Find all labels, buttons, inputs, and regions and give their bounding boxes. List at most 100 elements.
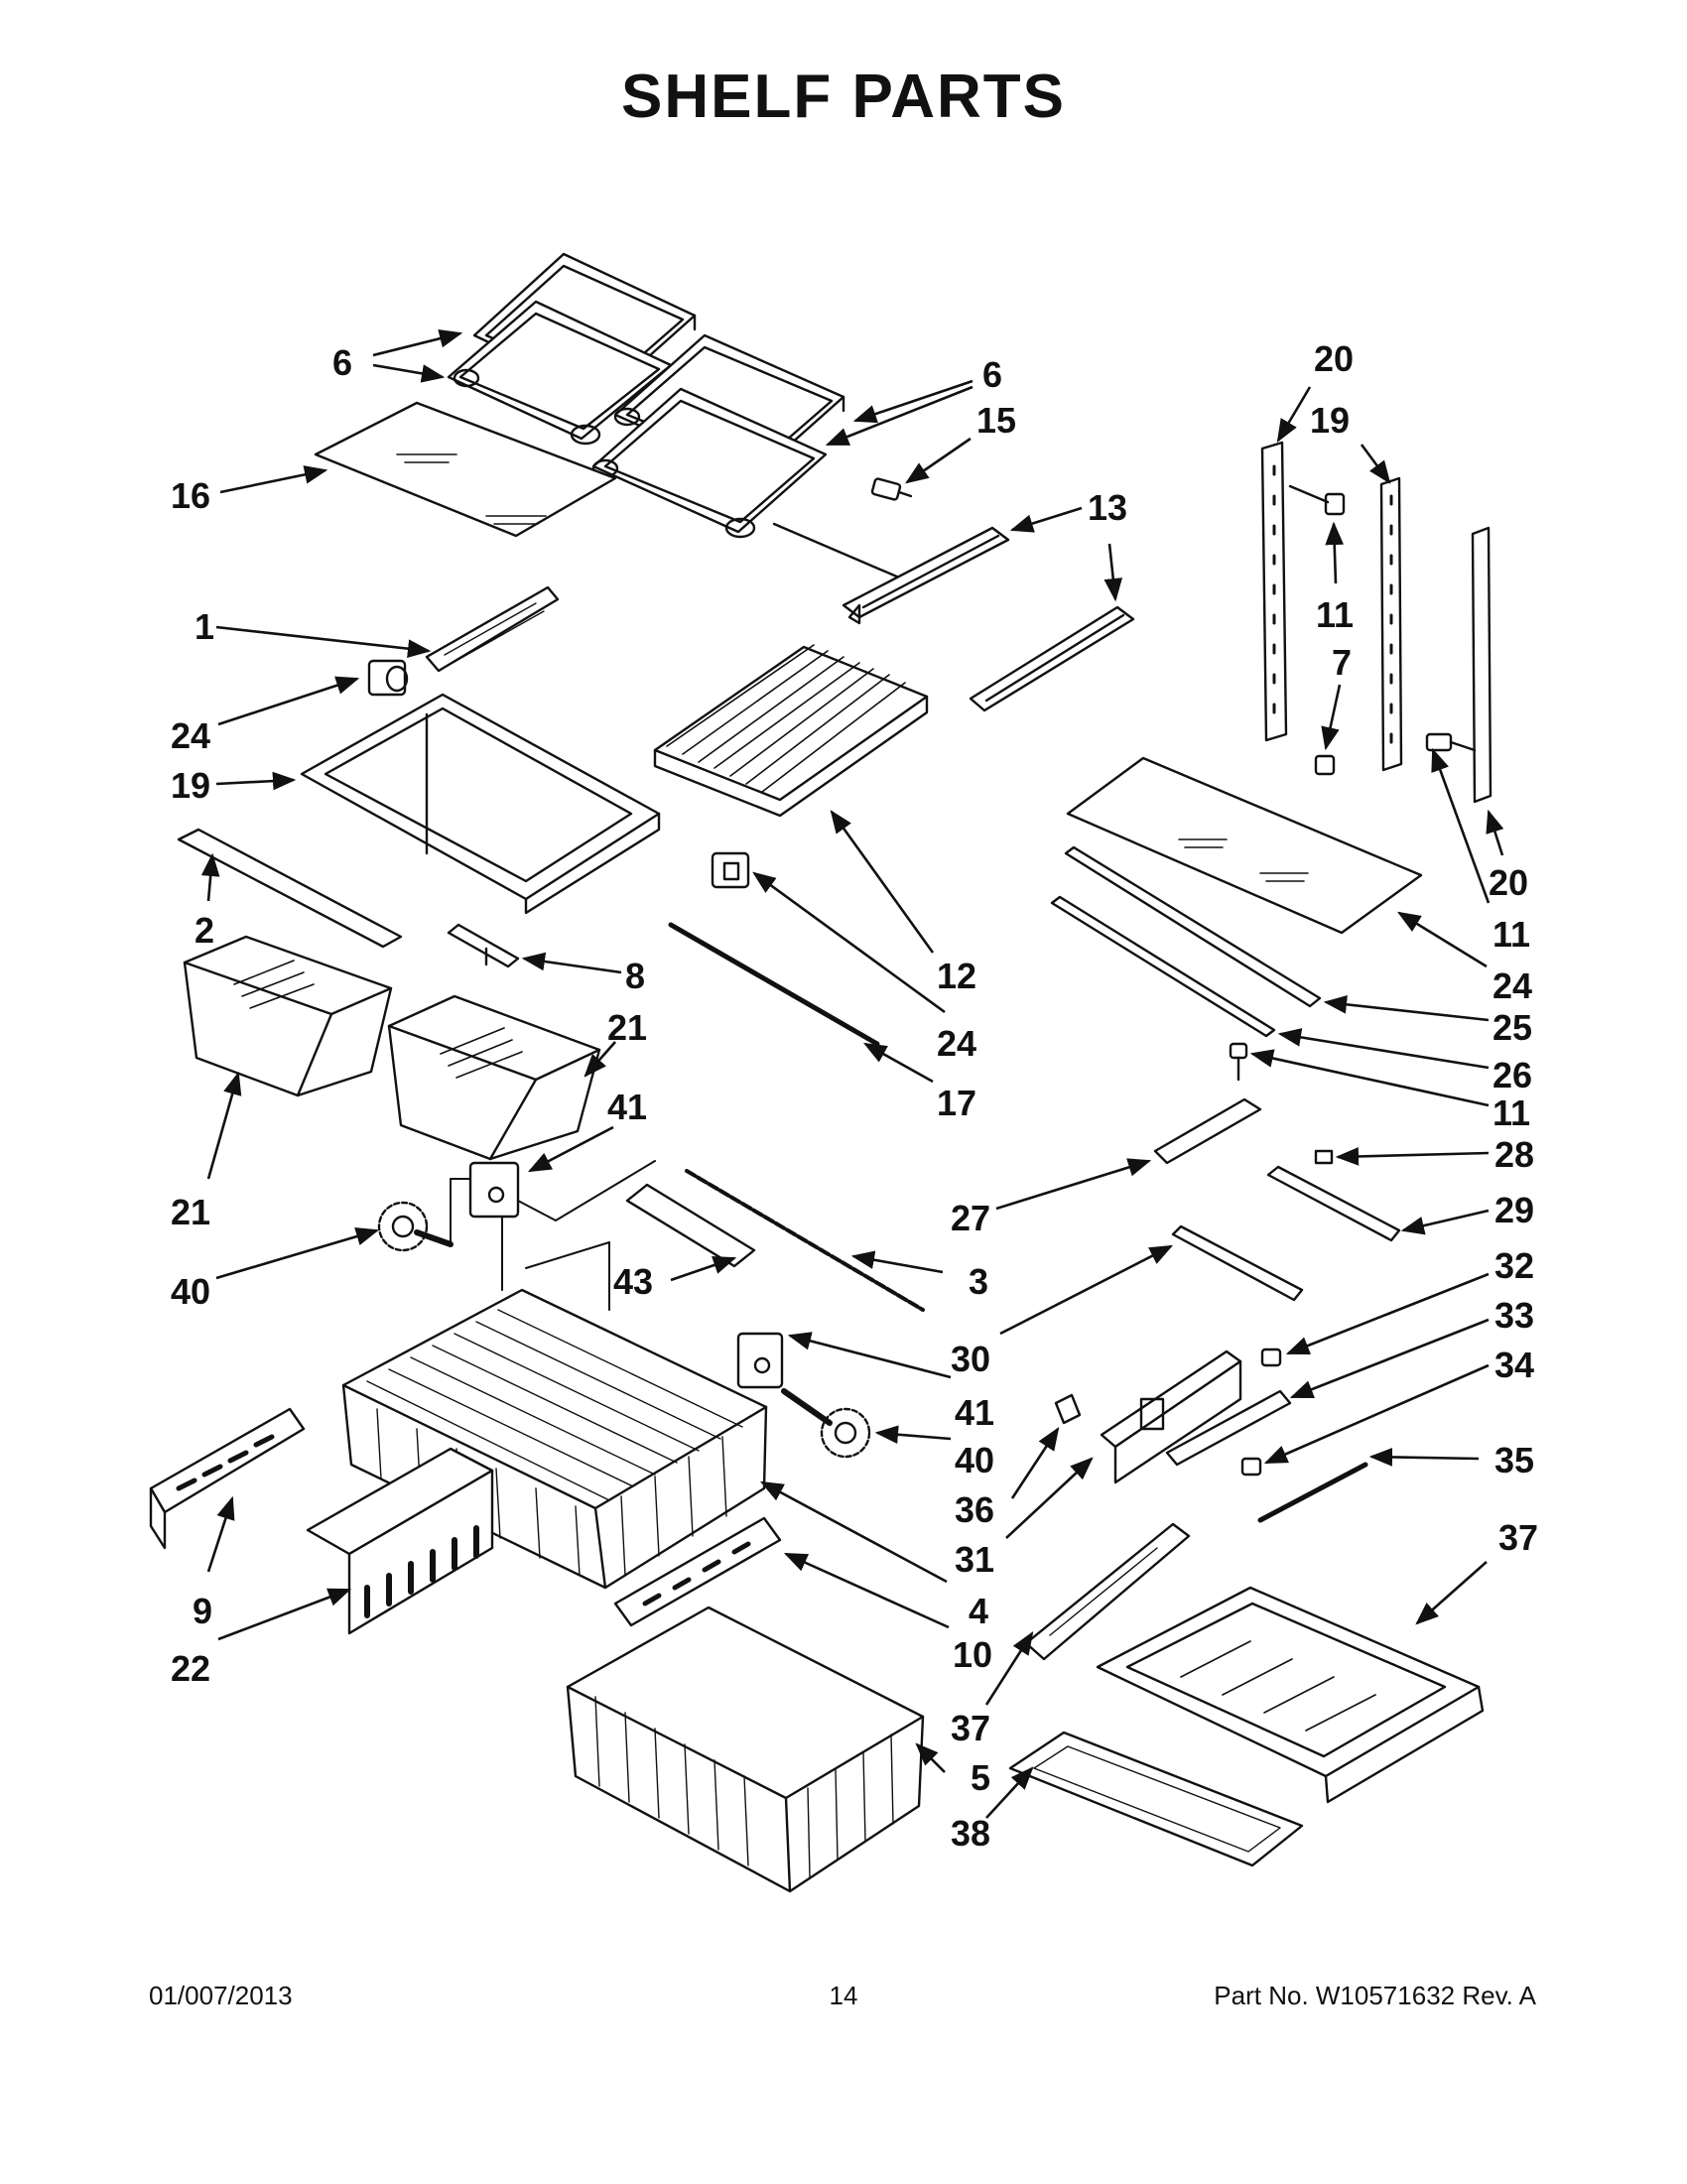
callout-1: 1 xyxy=(195,606,214,647)
callout-16-right: 21 xyxy=(607,1007,647,1048)
shelf-screw-middle xyxy=(1231,1044,1246,1080)
callout-6-left: 6 xyxy=(332,342,352,383)
callout-7: 7 xyxy=(1332,642,1352,683)
callout-16-left: 21 xyxy=(171,1192,210,1232)
glass-shelf-trim-front xyxy=(1066,847,1320,1006)
slide-assembly xyxy=(1102,1351,1240,1482)
rail-screw-upper xyxy=(1290,486,1344,514)
callout-41-right: 41 xyxy=(955,1392,994,1433)
slide-screw-lower xyxy=(1242,1459,1260,1475)
callout-29: 29 xyxy=(1494,1190,1534,1230)
callout-32: 32 xyxy=(1494,1245,1534,1286)
divider xyxy=(1026,1524,1189,1659)
wire-link xyxy=(1260,1465,1365,1520)
track-cover xyxy=(1155,1099,1260,1163)
gear-right xyxy=(784,1391,869,1457)
slide-support xyxy=(1173,1226,1302,1300)
callout-40-right: 40 xyxy=(955,1440,994,1480)
callout-23-left: 24 xyxy=(171,715,210,756)
callout-4: 4 xyxy=(969,1591,988,1631)
crisper-rod xyxy=(671,925,877,1044)
crisper-trim xyxy=(179,830,401,947)
callout-39: 37 xyxy=(951,1708,990,1748)
callout-33: 33 xyxy=(1494,1295,1534,1336)
callout-38: 38 xyxy=(951,1813,990,1854)
vertical-rail-left xyxy=(1262,443,1286,740)
pinion-housing-right xyxy=(738,1334,782,1387)
drawer-rod xyxy=(687,1171,923,1310)
callout-30: 30 xyxy=(951,1339,990,1379)
callout-18: 19 xyxy=(171,765,210,806)
callout-20: 19 xyxy=(1310,400,1350,441)
slide-bar xyxy=(1167,1391,1290,1465)
callout-22: 22 xyxy=(171,1648,210,1689)
humidity-control-left xyxy=(369,661,407,695)
callout-6-right: 6 xyxy=(982,354,1002,395)
basket-end-panel-right xyxy=(615,1518,780,1625)
glass-shelf-trim-rear xyxy=(1052,897,1274,1036)
callout-10: 10 xyxy=(953,1634,992,1675)
vertical-rail-right xyxy=(1473,528,1491,802)
shelf-rail-upper xyxy=(844,528,1008,623)
callout-35: 35 xyxy=(1494,1440,1534,1480)
callout-5: 5 xyxy=(971,1757,990,1798)
callout-37: 37 xyxy=(1498,1517,1538,1558)
callout-40-left: 40 xyxy=(171,1271,210,1312)
callout-12: 12 xyxy=(937,956,976,996)
crisper-clip xyxy=(449,925,518,966)
callout-13: 13 xyxy=(1088,487,1127,528)
slide-arm xyxy=(627,1185,754,1266)
callout-3: 3 xyxy=(969,1261,988,1302)
footer-part-number: Part No. W10571632 Rev. A xyxy=(1214,1981,1536,2010)
crisper-cover-frame xyxy=(302,695,659,913)
freezer-lower-basket xyxy=(568,1607,923,1891)
callout-17: 17 xyxy=(937,1083,976,1123)
callout-28: 28 xyxy=(1494,1134,1534,1175)
shelf-rail-lower xyxy=(971,607,1133,710)
callout-25: 25 xyxy=(1492,1007,1532,1048)
callout-11-right: 11 xyxy=(1492,914,1530,955)
rail-screw-right xyxy=(1427,734,1475,750)
basket-end-panel-center xyxy=(308,1449,492,1633)
callout-2: 2 xyxy=(195,910,214,951)
crisper-drawer-left xyxy=(185,937,391,1095)
shelf-frame-lower-right xyxy=(593,389,826,537)
gear-left xyxy=(379,1203,451,1250)
wire-shelf xyxy=(655,645,927,816)
callout-15: 15 xyxy=(976,400,1016,441)
pinion-housing-left xyxy=(470,1163,518,1217)
callout-24: 24 xyxy=(1492,965,1532,1006)
callout-31: 31 xyxy=(955,1539,994,1580)
crisper-drawer-right xyxy=(389,996,599,1159)
callout-19: 16 xyxy=(171,475,210,516)
vertical-rail-middle xyxy=(1381,478,1401,770)
callout-9: 9 xyxy=(193,1591,212,1631)
basket-end-panel-left xyxy=(151,1409,304,1548)
callout-23-center: 24 xyxy=(937,1023,976,1064)
callout-21-top: 20 xyxy=(1314,338,1354,379)
callout-8: 8 xyxy=(625,956,645,996)
glass-shelf-lower xyxy=(1068,758,1421,933)
freezer-tray xyxy=(1098,1588,1483,1802)
callout-41-left: 41 xyxy=(607,1087,647,1127)
glass-shelf-upper xyxy=(316,403,615,536)
callout-11-middle: 11 xyxy=(1492,1092,1530,1133)
callout-26: 26 xyxy=(1492,1055,1532,1095)
rail-screw-lower xyxy=(1316,756,1334,774)
slide-track xyxy=(1268,1167,1399,1240)
callout-34: 34 xyxy=(1494,1345,1534,1385)
footer-date: 01/007/2013 xyxy=(149,1981,293,2010)
page-title: SHELF PARTS xyxy=(621,63,1066,131)
footer-page-number: 14 xyxy=(829,1981,858,2010)
callout-11-upper: 11 xyxy=(1316,594,1354,635)
callout-36: 36 xyxy=(955,1489,994,1530)
shelf-screw xyxy=(871,478,911,500)
small-latch xyxy=(1056,1395,1080,1423)
callout-21-right: 20 xyxy=(1489,862,1528,903)
callout-43: 43 xyxy=(613,1261,653,1302)
humidity-control-center xyxy=(713,853,748,887)
crisper-bracket xyxy=(427,587,558,671)
drawer-front-trim xyxy=(1010,1733,1302,1865)
slide-screw-upper xyxy=(1262,1349,1280,1365)
